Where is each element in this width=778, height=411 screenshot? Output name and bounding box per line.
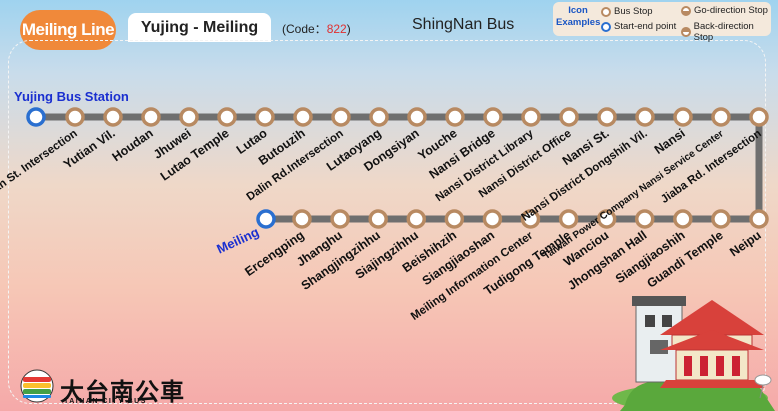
bus-stop-icon[interactable] [330,209,350,229]
bus-stop-icon[interactable] [711,209,731,229]
start-terminal-stop-icon[interactable] [26,107,46,127]
icon-legend: Icon Examples Bus Stop Start-end point G… [553,2,771,43]
operator-name: ShingNan Bus [412,16,515,33]
bus-stop-icon[interactable] [597,107,617,127]
bus-stop-icon[interactable] [558,209,579,229]
bus-stop-icon[interactable] [635,107,655,127]
bus-stop-icon[interactable] [444,209,465,229]
bus-stop-icon[interactable] [521,107,541,127]
bus-stop-icon[interactable] [368,209,388,229]
route-line [36,113,763,223]
bus-stop-icon[interactable] [407,107,427,127]
legend-bus-stop: Bus Stop [601,6,653,17]
lower-stop-label: Neipu [727,228,763,259]
legend-terminal: Start-end point [601,21,676,32]
code-prefix: (Code： [282,22,327,36]
bus-stop-icon[interactable] [331,107,351,127]
bus-stop-icon[interactable] [65,107,85,127]
bus-stop-icon[interactable] [217,107,237,127]
bus-stop-icon[interactable] [596,209,617,229]
route-name-badge: Meiling Line [20,10,116,50]
bus-stop-icon[interactable] [445,107,465,127]
legend-back-direction: Back-direction Stop [681,21,771,43]
temple-illustration [612,296,775,411]
upper-stop-label: Houdan [110,126,156,164]
legend-title: Icon Examples [556,5,601,28]
legend-go-direction: Go-direction Stop [681,5,768,16]
bus-stop-icon[interactable] [369,107,389,127]
route-code: (Code：822) [282,20,351,37]
bus-stop-icon[interactable] [559,107,579,127]
route-stops [26,107,769,229]
bus-stop-icon[interactable] [103,107,123,127]
bus-stop-icon [601,6,611,17]
bus-stop-icon[interactable] [483,107,503,127]
code-suffix: ) [346,22,351,36]
end-terminal-stop-icon[interactable] [256,209,276,229]
route-line-path [36,113,763,223]
legend-go-direction-label: Go-direction Stop [694,5,768,16]
upper-stop-label: Nansi [652,126,688,157]
bus-stop-icon[interactable] [520,209,541,229]
legend-bus-stop-label: Bus Stop [614,6,653,17]
code-number: 822 [326,22,347,36]
bus-stop-icon[interactable] [673,209,693,229]
bus-stop-icon[interactable] [141,107,161,127]
direction-tab[interactable]: Yujing - Meiling [128,13,271,42]
bus-stop-icon[interactable] [749,209,769,229]
bus-stop-icon[interactable] [749,107,769,127]
bus-stop-icon[interactable] [673,107,693,127]
end-terminal-label: Meiling [214,224,261,257]
brand-name: 大台南公車 [60,378,185,406]
start-terminal-label: Yujing Bus Station [14,89,129,104]
bus-stop-icon[interactable] [635,209,655,229]
bus-stop-icon[interactable] [406,209,426,229]
go-direction-stop-icon [681,5,691,16]
bus-stop-icon[interactable] [293,107,313,127]
brand-subtitle: TAINAN CITY BUS [64,398,147,405]
legend-terminal-label: Start-end point [614,21,677,32]
bus-stop-icon[interactable] [179,107,199,127]
bus-stop-icon[interactable] [711,107,731,127]
terminal-icon [601,21,611,32]
tainan-bus-logo-icon [20,369,54,403]
back-direction-stop-icon [681,27,691,37]
legend-back-direction-label: Back-direction Stop [693,21,754,43]
bus-stop-icon[interactable] [482,209,503,229]
bus-stop-icon[interactable] [292,209,312,229]
bus-stop-icon[interactable] [255,107,275,127]
